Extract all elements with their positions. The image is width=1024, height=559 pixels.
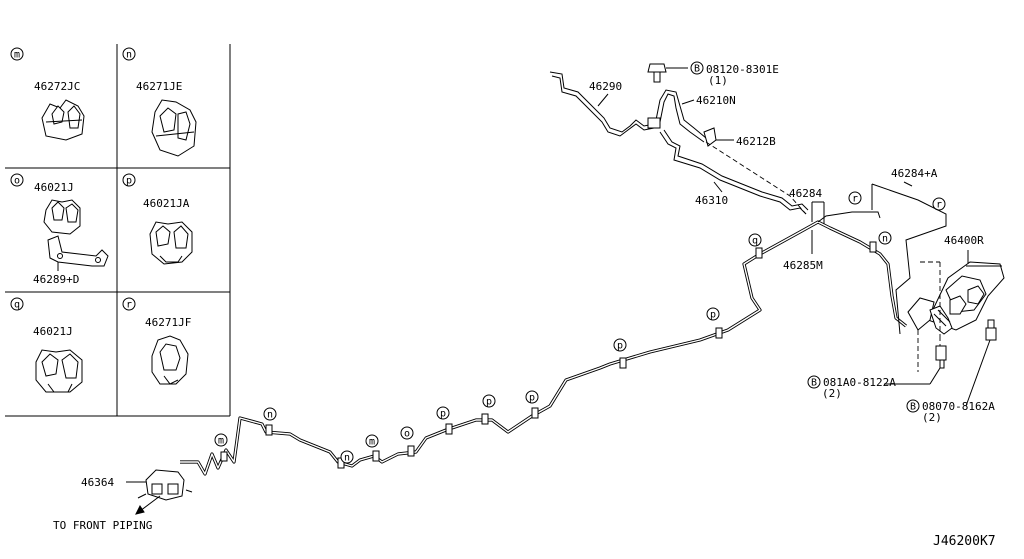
bracket-icon <box>47 235 109 267</box>
svg-text:r: r <box>852 194 858 205</box>
bolt-label-08070-8162A: B 08070-8162A (2) <box>906 399 995 424</box>
svg-text:081A0-8122A: 081A0-8122A <box>823 376 896 389</box>
svg-text:(2): (2) <box>922 411 942 424</box>
hose-46210N <box>647 89 707 143</box>
legend-cell-o: o 46021J 46289+D <box>10 173 109 286</box>
clip-n-icon <box>151 99 197 157</box>
legend-grid <box>5 44 231 417</box>
part-label-46284-a: 46284+A <box>891 167 938 180</box>
svg-text:n: n <box>344 453 350 464</box>
svg-text:08120-8301E: 08120-8301E <box>706 63 779 76</box>
pipe-46290 <box>549 71 655 137</box>
part-label-46210N: 46210N <box>696 94 736 107</box>
clip-p <box>531 407 539 419</box>
clip-p-icon <box>149 221 193 265</box>
pipe-46310 <box>659 129 809 215</box>
legend-cell-r: r 46271JF <box>122 297 191 385</box>
legend-extra-part-number: 46289+D <box>33 273 79 286</box>
legend-letter: r <box>126 300 132 311</box>
legend-cell-m: m 46272JC <box>10 47 85 141</box>
legend-letter: q <box>14 300 20 311</box>
clip-m-icon <box>41 99 85 141</box>
svg-text:n: n <box>267 410 273 421</box>
clip-m <box>372 450 380 462</box>
leader-46210N <box>681 99 695 105</box>
diagram-code: J46200K7 <box>933 534 996 549</box>
bracket-46212B <box>703 127 717 147</box>
leader-46290 <box>597 93 609 107</box>
clip-n <box>869 241 877 253</box>
legend-cell-n: n 46271JE <box>122 47 197 157</box>
svg-text:n: n <box>882 234 888 245</box>
junction-block-46364 <box>137 469 193 501</box>
svg-text:p: p <box>440 409 446 420</box>
bolt-label-08120-8301E: B 08120-8301E (1) <box>690 61 779 87</box>
part-label-46212B: 46212B <box>736 135 776 148</box>
legend-cell-p: p 46021JA <box>122 173 193 265</box>
clip-p <box>445 423 453 435</box>
legend-part-number: 46271JF <box>145 316 191 329</box>
arrow-to-front-piping <box>135 495 161 515</box>
legend-part-number: 46271JE <box>136 80 182 93</box>
clip-q <box>755 247 763 259</box>
clip-o-icon <box>43 199 81 235</box>
svg-text:(2): (2) <box>822 387 842 400</box>
legend-letter: m <box>14 50 20 61</box>
svg-text:p: p <box>710 310 716 321</box>
caliper-46400R <box>907 261 1005 335</box>
svg-text:q: q <box>752 236 758 247</box>
legend-part-number: 46021J <box>33 325 73 338</box>
clip-p <box>619 357 627 369</box>
bolt-08120-8301E <box>647 63 667 83</box>
clip-m <box>220 451 228 462</box>
clip-n <box>265 424 273 436</box>
svg-text:p: p <box>529 393 535 404</box>
legend-letter: o <box>14 176 20 187</box>
clip-p <box>481 413 489 425</box>
svg-text:08070-8162A: 08070-8162A <box>922 400 995 413</box>
legend-letter: p <box>126 176 132 187</box>
bolt-08070-8162A <box>985 319 997 341</box>
svg-text:B: B <box>811 378 817 389</box>
svg-text:r: r <box>936 200 942 211</box>
part-label-46310: 46310 <box>695 194 728 207</box>
svg-text:m: m <box>369 437 375 448</box>
svg-text:B: B <box>694 64 700 75</box>
svg-text:o: o <box>404 429 410 440</box>
clip-p <box>715 327 723 339</box>
bracket-46284A <box>871 183 947 335</box>
bolt-081A0-8122A <box>935 345 947 369</box>
clip-q-icon <box>35 349 83 393</box>
legend-part-number: 46272JC <box>34 80 80 93</box>
part-label-46400R: 46400R <box>944 234 984 247</box>
svg-text:B: B <box>910 402 916 413</box>
svg-text:m: m <box>218 436 224 447</box>
part-label-46285M: 46285M <box>783 259 823 272</box>
part-label-46290: 46290 <box>589 80 622 93</box>
clip-callouts: m n n m o p p p p p q n r r <box>214 191 946 464</box>
part-label-46284: 46284 <box>789 187 822 200</box>
clip-r-icon <box>151 335 189 385</box>
part-label-46364: 46364 <box>81 476 114 489</box>
svg-text:p: p <box>486 397 492 408</box>
legend-part-number: 46021J <box>34 181 74 194</box>
legend-letter: n <box>126 50 132 61</box>
leader-46310 <box>713 181 723 193</box>
pipe-clips <box>220 241 877 469</box>
clip-o <box>407 445 415 457</box>
svg-text:(1): (1) <box>708 74 728 87</box>
front-piping-label: TO FRONT PIPING <box>53 519 152 532</box>
svg-text:p: p <box>617 341 623 352</box>
legend-part-number: 46021JA <box>143 197 190 210</box>
legend-cell-q: q 46021J <box>10 297 83 393</box>
bolt-label-081A0-8122A: B 081A0-8122A (2) <box>807 375 896 400</box>
